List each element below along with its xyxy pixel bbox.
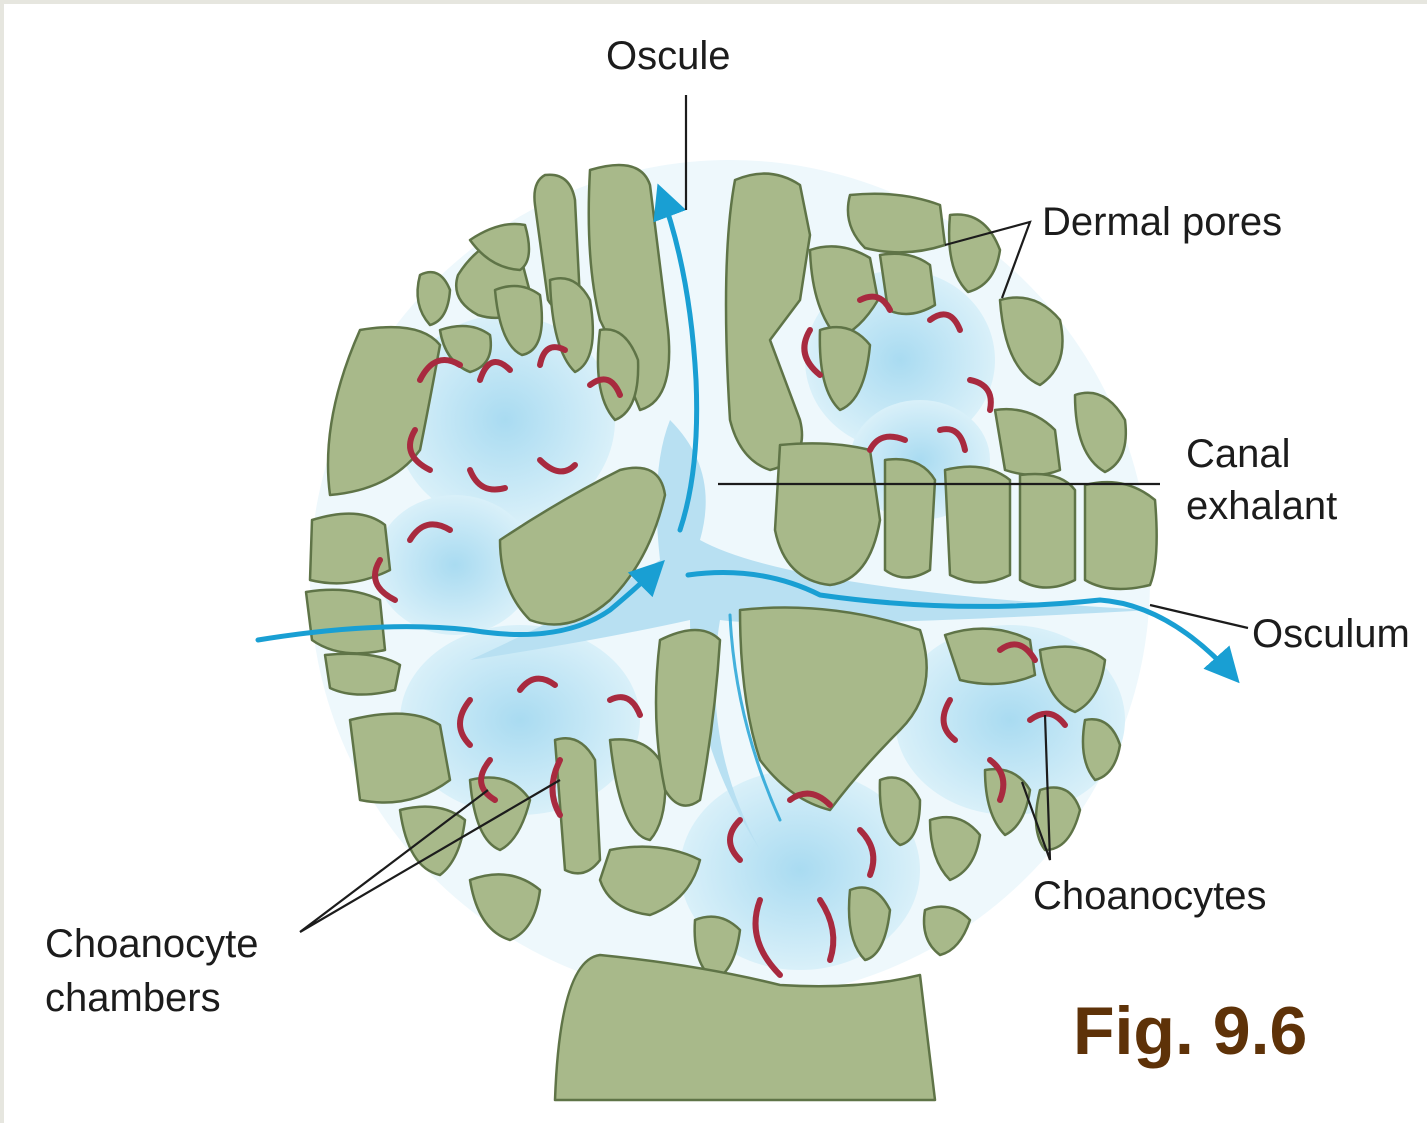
oscule-label: Oscule <box>606 30 731 82</box>
osculum-label: Osculum <box>1252 608 1410 660</box>
chambers-label-line2: chambers <box>45 972 221 1024</box>
canal-label-line1: Canal <box>1186 428 1291 480</box>
choanocytes-label: Choanocytes <box>1033 870 1266 922</box>
canal-label-line2: exhalant <box>1186 480 1337 532</box>
osculum-leader <box>1150 605 1248 628</box>
chambers-label-line1: Choanocyte <box>45 918 258 970</box>
dermal-pores-label: Dermal pores <box>1042 196 1282 248</box>
figure-number: Fig. 9.6 <box>1073 992 1307 1070</box>
